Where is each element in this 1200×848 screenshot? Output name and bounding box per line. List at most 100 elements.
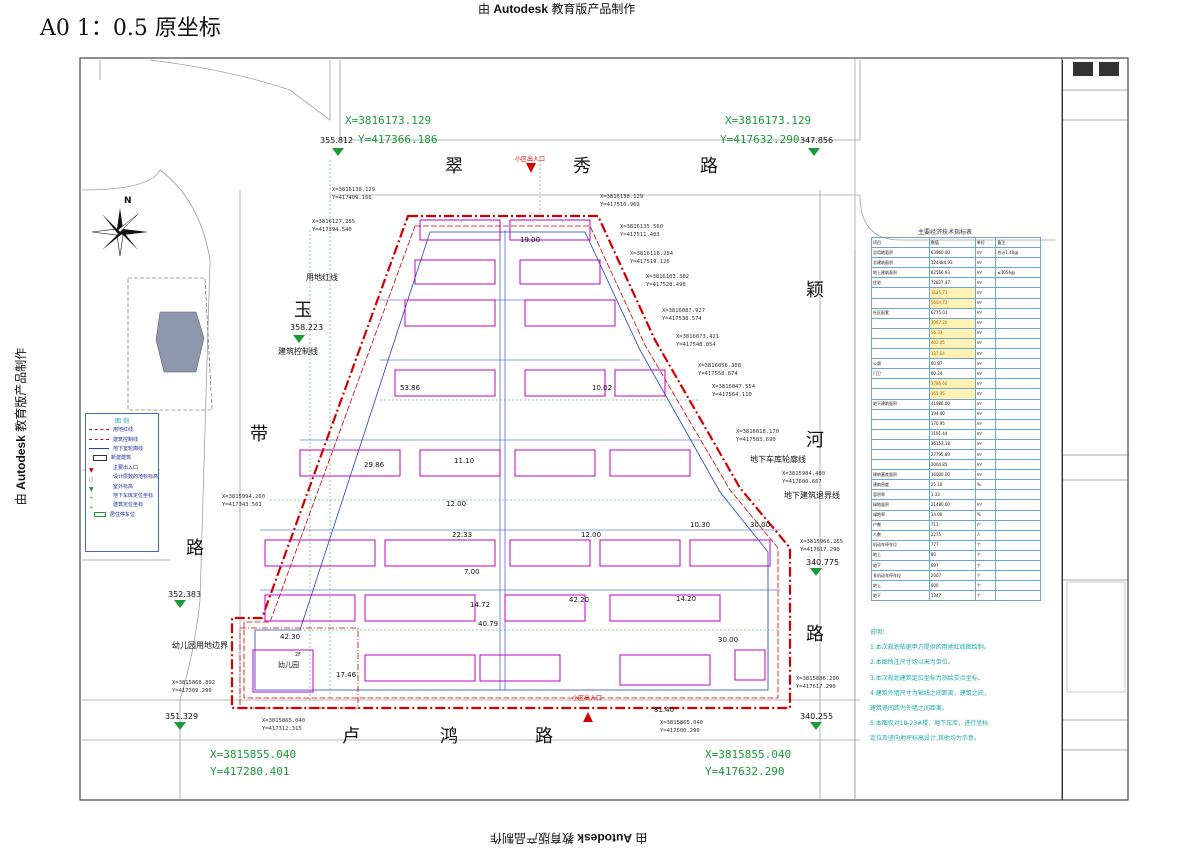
table-cell (871, 378, 930, 390)
elevation-marker (293, 335, 305, 343)
table-cell: m² (974, 388, 997, 400)
table-cell (995, 539, 1041, 551)
table-cell: m² (974, 459, 997, 471)
elevation-marker (174, 600, 186, 608)
table-cell: 社区配套 (871, 307, 930, 319)
table-cell: m² (974, 297, 997, 309)
table-cell: 门卫 (871, 368, 930, 380)
elevation-marker (174, 722, 186, 730)
legend: 图 例 用地红线 建筑控制线 地下室轮廓线 新建建筑 ▼主要出入口 ○设计层数的… (85, 413, 159, 552)
elevation-marker (810, 722, 822, 730)
table-cell: 地下建筑面积 (871, 398, 930, 410)
building (419, 449, 501, 477)
table-cell: % (974, 479, 997, 491)
table-cell: 非机动车停车位 (871, 570, 930, 582)
green-path (260, 399, 780, 631)
road-curb-north-a (339, 60, 861, 141)
table-cell: m² (974, 327, 997, 339)
elevation-label: 347.856 (800, 136, 834, 145)
green-paths (260, 160, 780, 700)
building (364, 594, 476, 622)
table-cell: 地下 (871, 559, 930, 572)
boundary-coord-group-15: X=3815868.892 Y=417309.290 (172, 680, 216, 694)
table-cell: m² (974, 257, 997, 269)
building (394, 369, 496, 397)
table-cell: % (974, 509, 997, 521)
table-cell: 697 (928, 559, 976, 572)
boundary-coord-group-2: X=3816127.285 Y=417394.540 (312, 219, 356, 233)
green-path (309, 160, 541, 700)
table-cell: 137.64 (928, 348, 976, 360)
table-cell (995, 529, 1041, 541)
building (509, 539, 591, 567)
table-cell (995, 459, 1041, 471)
road-north-char-1: 翠 (445, 156, 463, 177)
coord-sw-y: Y=417280.401 (210, 765, 290, 778)
table-cell: 34.00 (928, 509, 976, 521)
elevation-marker (332, 148, 344, 156)
table-cell: m² (974, 337, 997, 350)
table-cell (995, 428, 1041, 440)
title-block-lines (1063, 62, 1129, 751)
table-cell: 个 (974, 570, 997, 582)
north-entrance-label: 小区出入口 (515, 156, 546, 163)
table-cell: 地上 (871, 580, 930, 592)
elevation-marker (808, 148, 820, 156)
note-item: 3.本次规划建筑定位坐标为测绘交点坐标。 (870, 674, 984, 682)
table-cell: 60.87 (928, 358, 976, 370)
north-entrance-marker (526, 163, 536, 173)
table-cell (871, 448, 930, 461)
table-cell (995, 388, 1041, 400)
table-cell: 36153.18 (928, 438, 976, 450)
legend-item: 居住停车位 (86, 510, 158, 519)
table-cell (871, 428, 930, 440)
kindergarten-floors: 2F (295, 652, 302, 658)
boundary-coord-group-13: X=3815984.480 Y=417600.667 (782, 471, 826, 485)
company-logo (1099, 62, 1119, 76)
kindergarten-name: 幼儿园 (278, 661, 299, 669)
table-cell (871, 297, 930, 309)
table-cell: m² (974, 317, 997, 329)
table-cell: 总建筑面积 (871, 257, 930, 269)
elevation-markers (174, 148, 822, 730)
table-cell (995, 307, 1041, 319)
table-cell (871, 459, 930, 471)
building (609, 594, 721, 622)
coord-se-x: X=3815855.040 (705, 748, 792, 761)
legend-item: 用地红线 (86, 425, 158, 434)
boundary-coord-group-17: X=3815865.040 Y=417600.290 (660, 720, 704, 734)
road-south-char-1: 卢 (342, 726, 360, 747)
table-cell (995, 580, 1041, 592)
road-curb-w (81, 169, 161, 191)
spacing-label: 12.00 (581, 531, 602, 539)
coord-ne-x: X=3816173.129 (725, 114, 812, 127)
table-cell: 地上 (871, 549, 930, 562)
building (619, 654, 711, 686)
legend-swatch (89, 438, 109, 440)
spacing-label: 22.33 (452, 531, 473, 539)
table-cell (995, 358, 1041, 370)
building (504, 594, 586, 622)
table-cell: 194.00 (928, 408, 976, 420)
spacing-label: 19.00 (520, 236, 541, 244)
legend-item: ○设计层数的地标标高 (89, 474, 159, 483)
table-cell (974, 489, 997, 501)
notes: 说明： 1.本次规划依据甲方提供的用地红线图绘制。 2.本图所注尺寸均以米为单位… (870, 625, 990, 747)
table-cell: m² (974, 267, 997, 279)
table-header-cell: 备注 (995, 236, 1041, 249)
building (404, 299, 496, 327)
table-header-cell: 项目 (871, 236, 930, 249)
table-cell: 个 (974, 580, 997, 592)
elevation-marker (810, 568, 822, 576)
table-cell: m² (974, 277, 997, 289)
